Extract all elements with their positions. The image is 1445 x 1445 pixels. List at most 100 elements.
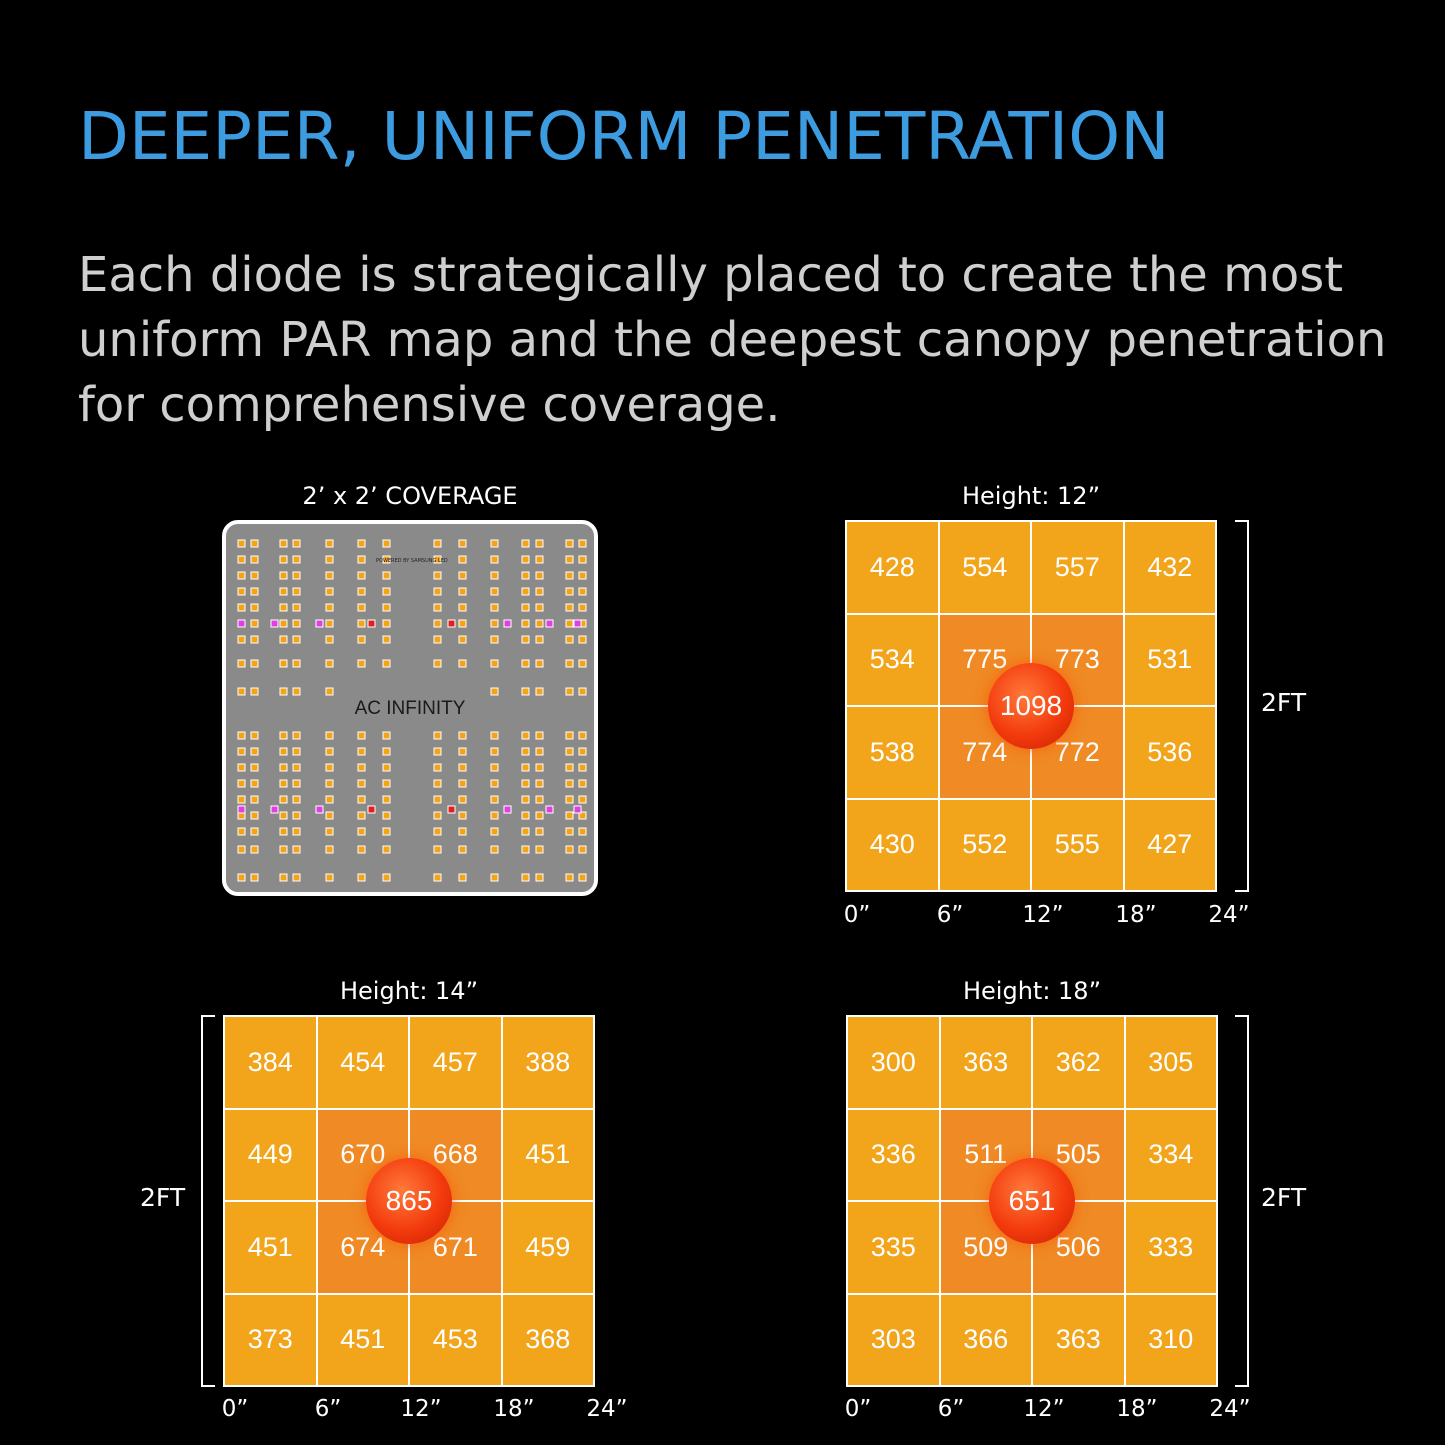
heatmap-12-cell-r2c2: 772 — [1032, 707, 1123, 798]
diode — [237, 845, 246, 854]
diode — [433, 571, 442, 580]
diode — [237, 731, 246, 740]
diode — [490, 811, 499, 820]
heatmap-18-side-label: 2FT — [1261, 1183, 1307, 1212]
uv-diode — [545, 805, 554, 814]
diode — [535, 603, 544, 612]
diode — [535, 845, 544, 854]
diode — [382, 731, 391, 740]
heatmap-14-x-tick: 6” — [314, 1396, 342, 1422]
diode — [433, 659, 442, 668]
diode — [521, 555, 530, 564]
diode — [279, 763, 288, 772]
diode — [382, 827, 391, 836]
diode — [382, 795, 391, 804]
diode — [458, 873, 467, 882]
diode — [433, 811, 442, 820]
diode — [250, 659, 259, 668]
heatmap-14-cell-r3c3: 368 — [502, 1294, 593, 1385]
uv-diode — [315, 619, 324, 628]
diode — [357, 763, 366, 772]
diode — [237, 659, 246, 668]
heatmap-14-cell-r0c2: 457 — [410, 1017, 501, 1108]
diode — [279, 587, 288, 596]
diode — [250, 603, 259, 612]
diode — [325, 731, 334, 740]
heatmap-14-cell-r2c0: 451 — [225, 1202, 316, 1293]
heatmap-18-x-axis: 0”6”12”18”24” — [845, 1396, 1251, 1426]
diode — [458, 571, 467, 580]
diode — [382, 619, 391, 628]
diode — [325, 603, 334, 612]
diode — [292, 619, 301, 628]
diode — [578, 603, 587, 612]
diode — [325, 571, 334, 580]
diode — [490, 619, 499, 628]
diode — [521, 811, 530, 820]
uv-diode — [270, 619, 279, 628]
diode — [578, 795, 587, 804]
diode — [325, 619, 334, 628]
diode — [292, 659, 301, 668]
red-diode — [367, 619, 376, 628]
diode — [433, 873, 442, 882]
heatmap-14-x-tick: 24” — [586, 1396, 628, 1422]
diode — [382, 873, 391, 882]
diode — [382, 845, 391, 854]
diode — [279, 555, 288, 564]
uv-diode — [315, 805, 324, 814]
heatmap-14-cell-r0c0: 384 — [225, 1017, 316, 1108]
diode — [279, 635, 288, 644]
diode — [237, 635, 246, 644]
heatmap-14-cell-r0c3: 388 — [502, 1017, 593, 1108]
diode — [279, 619, 288, 628]
diode-layout — [237, 539, 587, 882]
heatmap-12-cell-r1c2: 773 — [1032, 614, 1123, 705]
diode — [357, 619, 366, 628]
diode — [382, 539, 391, 548]
diode — [237, 555, 246, 564]
diode — [292, 779, 301, 788]
diode — [535, 659, 544, 668]
diode — [578, 827, 587, 836]
diode — [250, 731, 259, 740]
heatmap-12-center-value: 1098 — [988, 663, 1074, 749]
diode — [578, 731, 587, 740]
diode — [279, 687, 288, 696]
fixture-small-text: POWERED BY SAMSUNG LED — [376, 558, 448, 564]
diode — [578, 845, 587, 854]
diode — [292, 587, 301, 596]
diode — [292, 845, 301, 854]
diode — [325, 687, 334, 696]
diode — [521, 603, 530, 612]
uv-diode — [270, 805, 279, 814]
diode — [458, 795, 467, 804]
diode — [535, 747, 544, 756]
diode — [458, 779, 467, 788]
diode — [325, 555, 334, 564]
diode — [433, 539, 442, 548]
diode — [325, 873, 334, 882]
diode — [458, 555, 467, 564]
diode — [325, 659, 334, 668]
red-diode — [447, 619, 456, 628]
diode — [357, 659, 366, 668]
diode — [521, 763, 530, 772]
diode — [490, 747, 499, 756]
diode — [292, 873, 301, 882]
diode — [325, 539, 334, 548]
diode — [458, 659, 467, 668]
diode — [433, 587, 442, 596]
diode — [578, 873, 587, 882]
diode — [279, 811, 288, 820]
diode — [292, 539, 301, 548]
diode — [357, 779, 366, 788]
heatmap-18-title: Height: 18” — [962, 977, 1102, 1005]
diode — [521, 747, 530, 756]
diode — [325, 763, 334, 772]
diode — [250, 555, 259, 564]
uv-diode — [573, 805, 582, 814]
diode — [357, 795, 366, 804]
diode — [521, 635, 530, 644]
